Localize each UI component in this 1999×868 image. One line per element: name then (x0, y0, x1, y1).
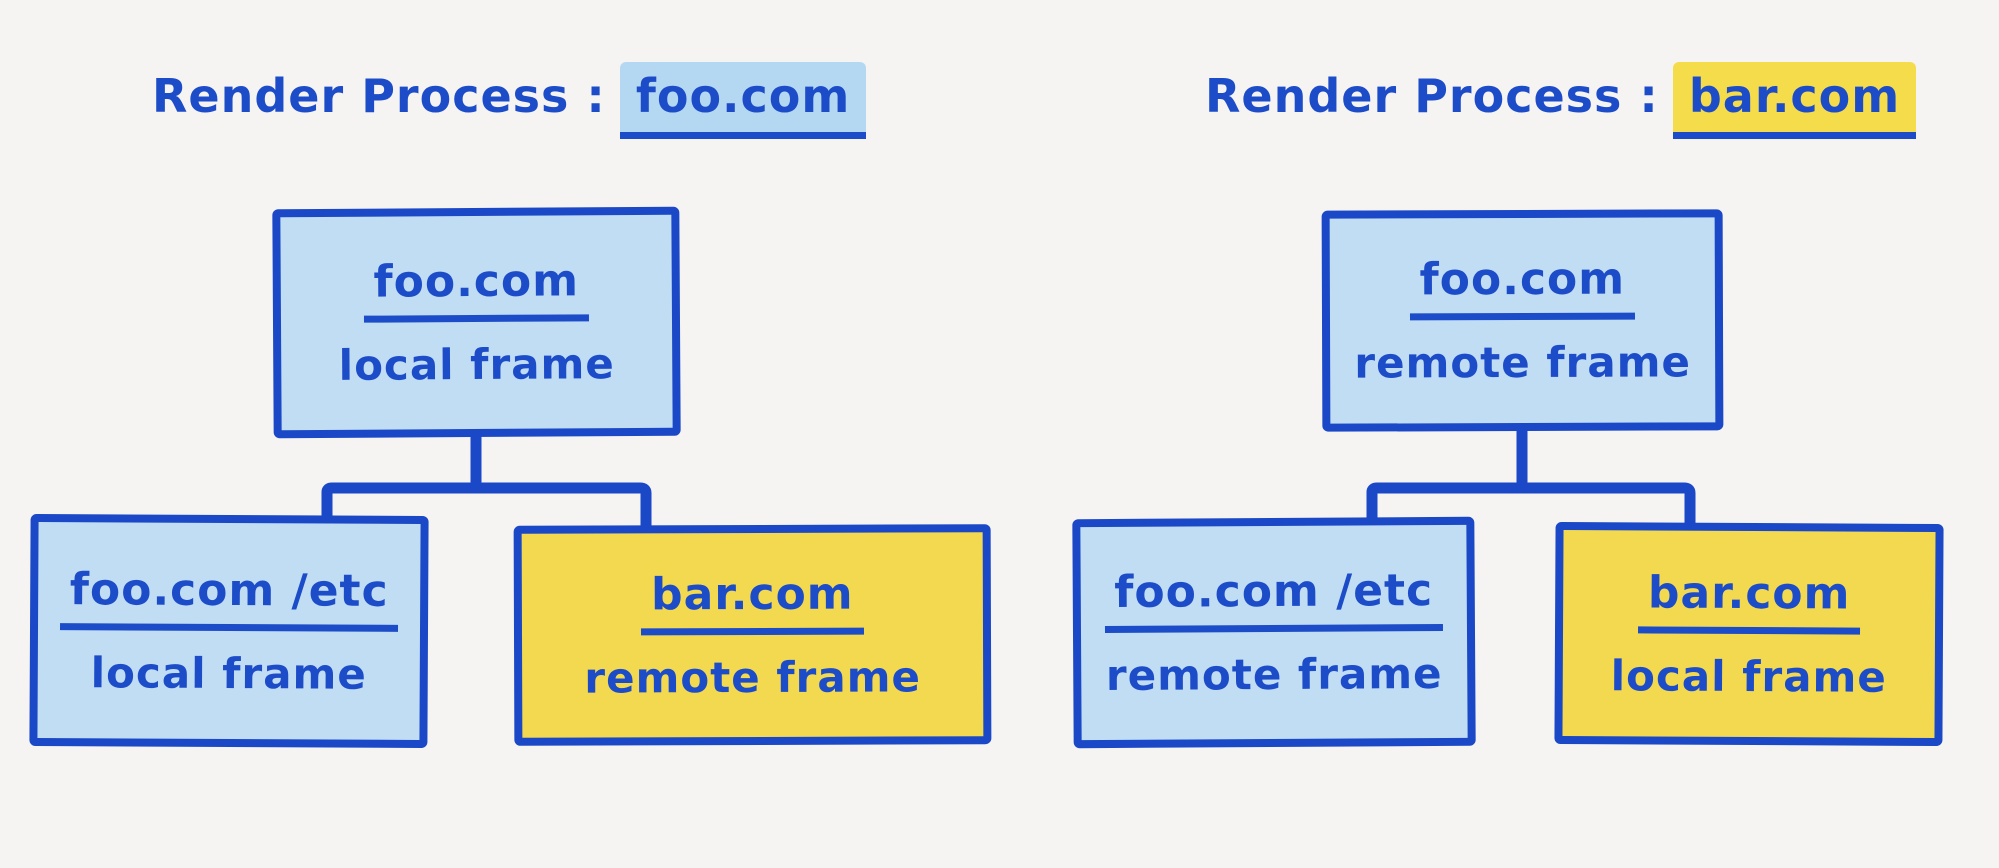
title-prefix: Render Process : (152, 69, 606, 123)
node-domain-label: bar.com (1637, 566, 1861, 635)
panel-title-bar-process: Render Process :bar.com (1205, 58, 1917, 139)
node-frame-type-label: local frame (1610, 650, 1887, 702)
node-frame-type-label: remote frame (1105, 648, 1443, 701)
node-foo-etc-remote-frame: foo.com /etc remote frame (1072, 516, 1476, 749)
node-frame-type-label: local frame (90, 647, 367, 699)
node-domain-label: foo.com (1409, 253, 1636, 321)
node-foo-etc-local-frame: foo.com /etc local frame (29, 513, 429, 749)
panel-title-foo-process: Render Process :foo.com (152, 58, 867, 139)
node-frame-type-label: remote frame (584, 651, 922, 703)
node-domain-label: foo.com (363, 255, 590, 323)
node-domain-label: bar.com (641, 568, 864, 635)
title-domain-highlight-foo: foo.com (619, 62, 867, 139)
node-bar-local-frame: bar.com local frame (1554, 521, 1944, 747)
node-foo-root-remote-frame: foo.com remote frame (1321, 209, 1724, 432)
node-domain-label: foo.com /etc (59, 563, 399, 632)
title-domain-highlight-bar: bar.com (1672, 62, 1917, 139)
node-foo-root-local-frame: foo.com local frame (272, 206, 681, 439)
node-frame-type-label: local frame (338, 339, 615, 390)
title-prefix: Render Process : (1205, 69, 1659, 123)
node-domain-label: foo.com /etc (1104, 564, 1444, 634)
node-frame-type-label: remote frame (1354, 337, 1692, 388)
node-bar-remote-frame: bar.com remote frame (513, 524, 992, 746)
